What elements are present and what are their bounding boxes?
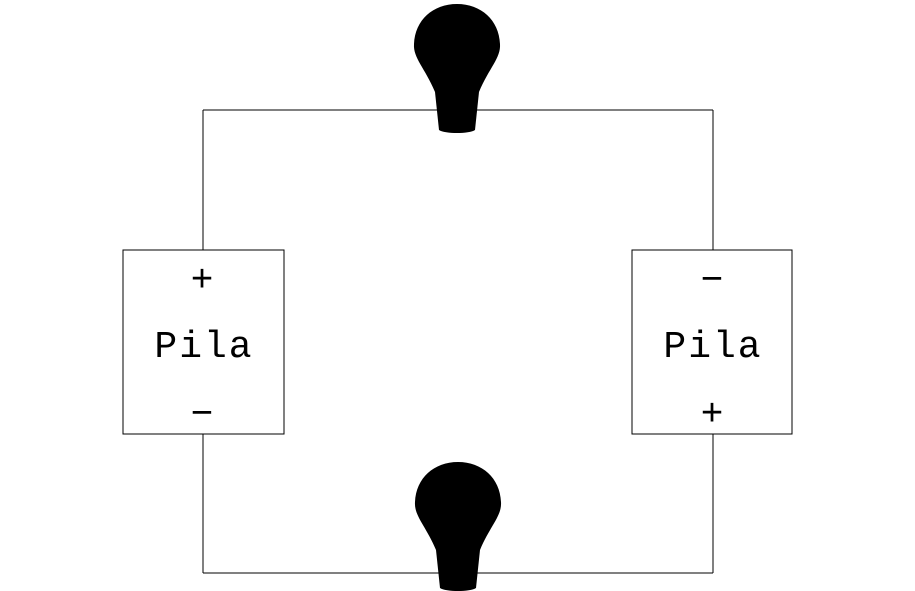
bulb-top-icon [413, 4, 501, 133]
battery-left: Pila + − [122, 249, 285, 437]
battery-left-bottom-sign: − [191, 394, 216, 437]
battery-left-box [122, 249, 285, 435]
battery-right-label: Pila [663, 326, 762, 369]
battery-right: Pila − + [631, 249, 793, 437]
battery-right-box [631, 249, 793, 435]
bulb-bottom-icon [414, 462, 502, 591]
battery-left-label: Pila [154, 326, 253, 369]
battery-left-top-sign: + [191, 260, 216, 303]
battery-right-bottom-sign: + [701, 394, 726, 437]
battery-right-top-sign: − [701, 260, 726, 303]
